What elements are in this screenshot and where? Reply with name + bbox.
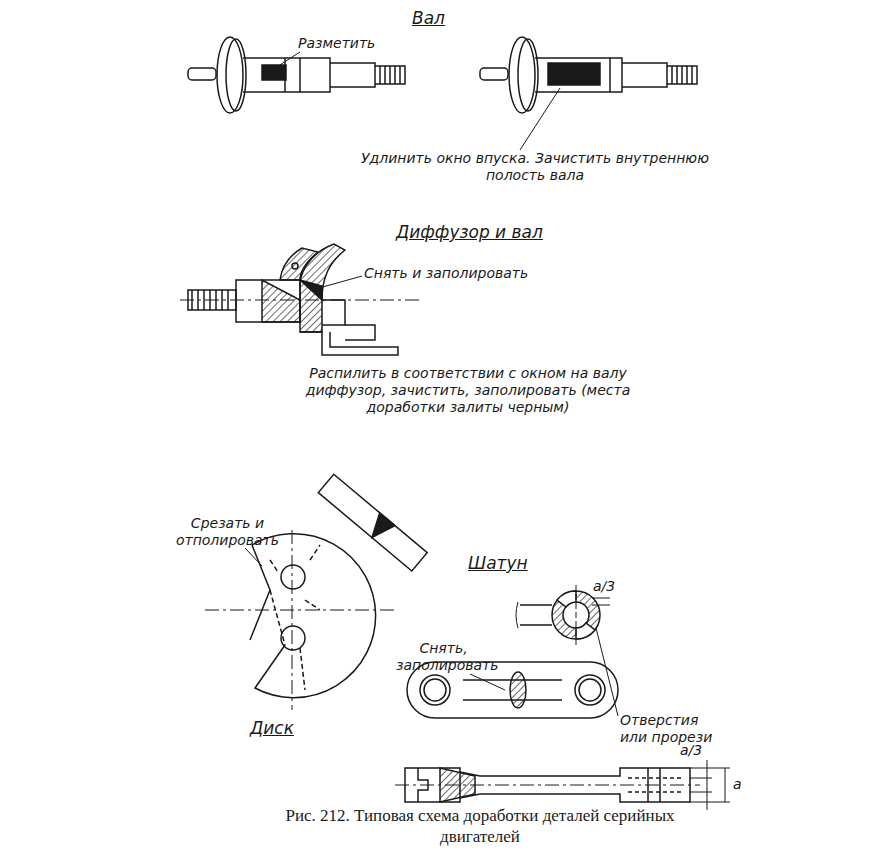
rod-section [516,585,618,716]
section-strip [318,474,427,571]
dimension-label: a/3 [680,742,720,759]
shaft-drawing [480,37,697,150]
section-title: Вал [412,8,472,28]
note-label: Распилить в соответствии с окном на валу… [268,365,668,415]
section-title: Диффузор и вал [396,222,576,242]
note-label: Снять и заполировать [364,265,534,282]
figure-caption: Рис. 212. Типовая схема доработки детале… [250,805,710,848]
rod-side-view [395,760,730,810]
note-label: Снять, заполировать [396,640,491,674]
note-label: Отверстия или прорези [620,712,715,746]
note-label: Срезать и отполировать [170,515,285,549]
diffuser-section [180,244,420,355]
note-label: Разметить [298,35,388,52]
dimension-label: a/3 [593,578,633,595]
dimension-label: a [733,776,753,793]
disk-drawing [205,530,395,710]
section-title: Шатун [468,553,548,573]
note-label: Удлинить окно впуска. Зачистить внутренн… [345,150,725,184]
section-title: Диск [250,718,320,738]
